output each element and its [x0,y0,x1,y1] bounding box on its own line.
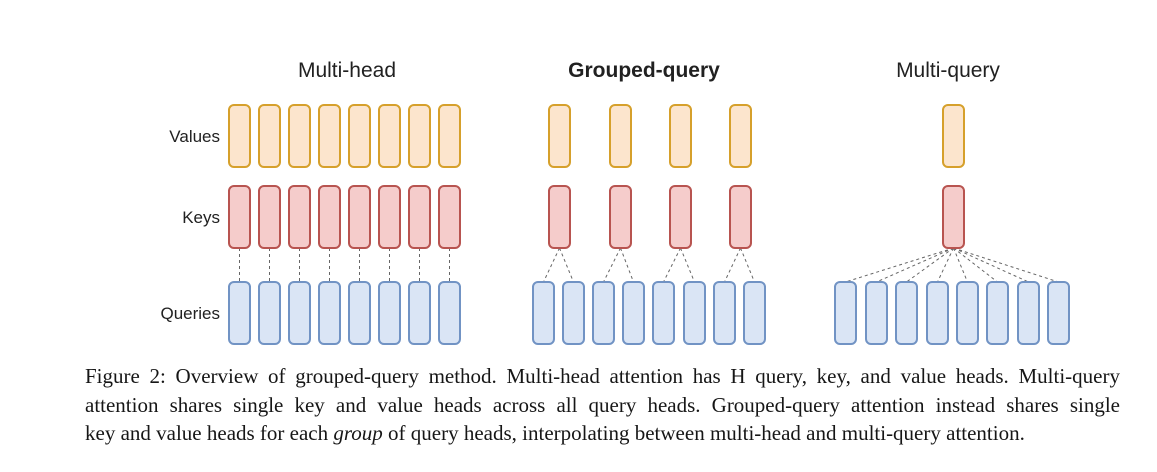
key-head-rect [228,185,251,249]
key-head-rect [348,185,371,249]
key-query-connector [603,247,621,283]
key-query-connector [543,247,560,283]
query-head-rect [865,281,888,345]
key-head-rect [669,185,692,249]
key-query-connector [663,247,681,283]
value-head-rect [669,104,692,168]
key-query-connector [953,247,1029,283]
key-query-connector [953,247,1059,283]
query-head-rect [743,281,766,345]
row-label-queries: Queries [160,304,220,323]
caption-line-2: attention shares single key and value he… [85,392,1120,417]
query-head-rect [622,281,645,345]
query-head-rect [1017,281,1040,345]
value-head-rect [438,104,461,168]
query-head-rect [378,281,401,345]
key-query-connector [845,247,954,283]
query-head-rect [592,281,615,345]
query-head-rect [926,281,949,345]
query-head-rect [834,281,857,345]
value-head-rect [318,104,341,168]
figure-caption: Figure 2: Overview of grouped-query meth… [85,362,1120,448]
query-head-rect [986,281,1009,345]
query-head-rect [1047,281,1070,345]
value-head-rect [288,104,311,168]
query-head-rect [228,281,251,345]
key-head-rect [288,185,311,249]
row-label-values: Values [169,127,220,146]
value-head-rect [378,104,401,168]
caption-line-3-prefix: key and value heads for each [85,421,334,445]
query-head-rect [318,281,341,345]
key-head-rect [408,185,431,249]
value-head-rect [609,104,632,168]
query-head-rect [532,281,555,345]
panel-title-multi-query: Multi-query [896,59,1000,82]
value-head-rect [548,104,571,168]
value-head-rect [258,104,281,168]
key-query-connector [937,247,954,283]
caption-line-1: Figure 2: Overview of grouped-query meth… [85,364,1120,388]
value-head-rect [228,104,251,168]
query-head-rect [713,281,736,345]
query-head-rect [562,281,585,345]
query-head-rect [683,281,706,345]
key-query-connector [740,247,755,283]
caption-line-3: key and value heads for each group of qu… [85,419,1120,448]
key-head-rect [258,185,281,249]
row-label-keys: Keys [182,208,220,227]
key-head-rect [378,185,401,249]
caption-line-3-italic-word: group [333,421,383,445]
key-head-rect [942,185,965,249]
query-head-rect [288,281,311,345]
key-query-connector [876,247,954,283]
value-head-rect [348,104,371,168]
key-query-connector [953,247,968,283]
query-head-rect [258,281,281,345]
panel-title-multi-head: Multi-head [298,59,396,82]
key-query-connector [680,247,695,283]
key-head-rect [438,185,461,249]
key-head-rect [548,185,571,249]
key-query-connector [724,247,741,283]
query-head-rect [652,281,675,345]
key-query-connector [620,247,634,283]
caption-line-3-suffix: of query heads, interpolating between mu… [382,421,1025,445]
value-head-rect [729,104,752,168]
panel-title-grouped-query: Grouped-query [568,59,720,82]
key-query-connector [906,247,954,283]
query-head-rect [408,281,431,345]
value-head-rect [942,104,965,168]
key-head-rect [318,185,341,249]
key-head-rect [729,185,752,249]
value-head-rect [408,104,431,168]
query-head-rect [348,281,371,345]
key-head-rect [609,185,632,249]
query-head-rect [438,281,461,345]
key-query-connector [559,247,574,283]
query-head-rect [956,281,979,345]
query-head-rect [895,281,918,345]
